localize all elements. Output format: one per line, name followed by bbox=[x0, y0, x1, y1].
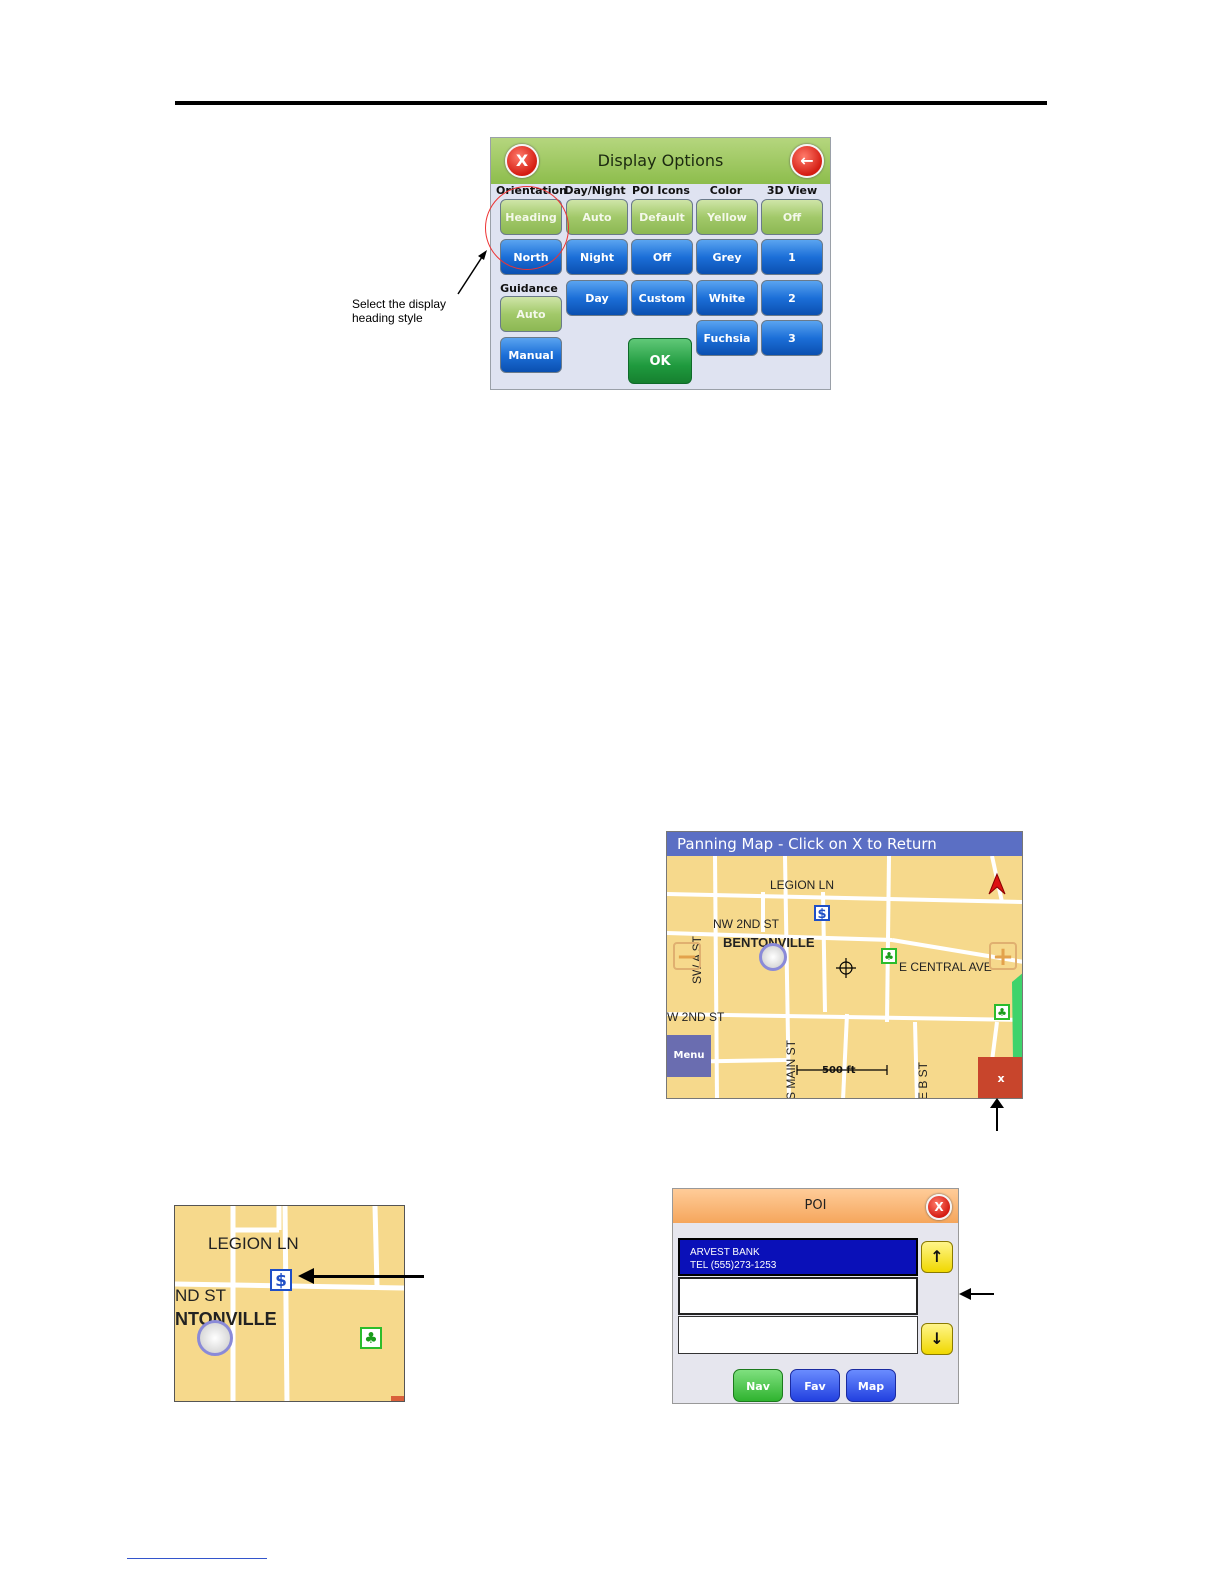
guidance-auto-button[interactable]: Auto bbox=[500, 296, 562, 332]
display-options-panel: Display Options X ← Orientation Day/Nigh… bbox=[490, 137, 831, 390]
close-icon[interactable]: X bbox=[926, 1194, 952, 1220]
nav-button[interactable]: Nav bbox=[733, 1369, 783, 1402]
poi-entry-phone: TEL (555)273-1253 bbox=[690, 1260, 777, 1271]
3d-view-off-button[interactable]: Off bbox=[761, 199, 823, 235]
street-label-e-b-st: E B ST bbox=[916, 1061, 930, 1099]
poi-icons-off-button[interactable]: Off bbox=[631, 239, 693, 275]
back-arrow-icon[interactable]: ← bbox=[790, 144, 824, 178]
day-night-night-button[interactable]: Night bbox=[566, 239, 628, 275]
3d-view-header: 3D View bbox=[766, 184, 818, 197]
scroll-down-button[interactable]: ↓ bbox=[921, 1323, 953, 1355]
color-header: Color bbox=[709, 184, 743, 197]
street-label-s-main-st: S MAIN ST bbox=[784, 1039, 798, 1099]
poi-icons-default-button[interactable]: Default bbox=[631, 199, 693, 235]
park-poi-icon[interactable]: ♣ bbox=[881, 948, 897, 964]
map-button[interactable]: Map bbox=[846, 1369, 896, 1402]
day-night-auto-button[interactable]: Auto bbox=[566, 199, 628, 235]
menu-button[interactable]: Menu bbox=[667, 1035, 711, 1077]
pointer-arrow-head bbox=[298, 1268, 314, 1284]
city-label-ntonville: NTONVILLE bbox=[175, 1309, 277, 1329]
3d-view-2-button[interactable]: 2 bbox=[761, 280, 823, 316]
display-options-title: Display Options bbox=[597, 151, 724, 170]
3d-view-3-button[interactable]: 3 bbox=[761, 320, 823, 356]
panning-map-title: Panning Map - Click on X to Return bbox=[677, 835, 937, 853]
guidance-header: Guidance bbox=[500, 282, 558, 295]
poi-entry-name: ARVEST BANK bbox=[690, 1247, 760, 1258]
annotation-arrow bbox=[457, 250, 487, 295]
city-label-bentonville: BENTONVILLE bbox=[723, 935, 815, 950]
3d-view-1-button[interactable]: 1 bbox=[761, 239, 823, 275]
day-night-day-button[interactable]: Day bbox=[566, 280, 628, 316]
street-label-central-ave: E CENTRAL AVE bbox=[899, 960, 992, 974]
annotation-text: Select the display heading style bbox=[352, 297, 447, 325]
pointer-arrow bbox=[970, 1293, 994, 1295]
street-label-legion-ln: LEGION LN bbox=[208, 1234, 299, 1253]
park-poi-icon[interactable]: ♣ bbox=[360, 1327, 382, 1349]
map-roads bbox=[667, 855, 1022, 1098]
zoom-in-button[interactable]: + bbox=[989, 942, 1017, 970]
poi-title: POI bbox=[804, 1198, 827, 1213]
pointer-arrow bbox=[312, 1275, 424, 1278]
pointer-arrow-head bbox=[990, 1098, 1004, 1108]
highlight-circle bbox=[485, 186, 569, 270]
poi-list-item[interactable] bbox=[678, 1316, 918, 1354]
color-fuchsia-button[interactable]: Fuchsia bbox=[696, 320, 758, 356]
top-rule bbox=[175, 101, 1047, 105]
poi-header bbox=[673, 1189, 958, 1223]
display-options-header bbox=[491, 138, 830, 184]
poi-list-item[interactable] bbox=[678, 1277, 918, 1315]
color-white-button[interactable]: White bbox=[696, 280, 758, 316]
guidance-manual-button[interactable]: Manual bbox=[500, 337, 562, 373]
park-poi-icon[interactable]: ♣ bbox=[994, 1004, 1010, 1020]
bank-poi-icon[interactable]: $ bbox=[814, 905, 830, 922]
day-night-header: Day/Night bbox=[564, 184, 626, 197]
footer-link-underline bbox=[127, 1558, 267, 1559]
panning-map[interactable]: Panning Map - Click on X to Return LEGIO… bbox=[666, 831, 1023, 1099]
return-close-button[interactable]: x bbox=[978, 1057, 1022, 1098]
poi-panel: POI X ARVEST BANK TEL (555)273-1253 ↑ ↓ … bbox=[672, 1188, 959, 1404]
vehicle-position-icon bbox=[759, 943, 787, 971]
street-label-nd-st: ND ST bbox=[175, 1286, 226, 1305]
vehicle-position-icon bbox=[197, 1320, 233, 1356]
street-label-legion-ln: LEGION LN bbox=[770, 878, 835, 892]
ok-button[interactable]: OK bbox=[628, 338, 692, 384]
pointer-arrow-head bbox=[959, 1288, 971, 1300]
fav-button[interactable]: Fav bbox=[790, 1369, 840, 1402]
street-label-nw-2nd-st: NW 2ND ST bbox=[713, 917, 779, 931]
zoomed-map[interactable]: LEGION LN ND ST NTONVILLE $ ♣ bbox=[174, 1205, 405, 1402]
close-icon[interactable]: X bbox=[505, 144, 539, 178]
bank-poi-icon[interactable]: $ bbox=[270, 1269, 292, 1291]
pointer-arrow bbox=[996, 1103, 998, 1131]
map-scale-label: 500 ft bbox=[822, 1065, 856, 1076]
poi-list-item[interactable]: ARVEST BANK TEL (555)273-1253 bbox=[678, 1238, 918, 1276]
poi-icons-header: POI Icons bbox=[632, 184, 690, 197]
color-yellow-button[interactable]: Yellow bbox=[696, 199, 758, 235]
poi-icons-custom-button[interactable]: Custom bbox=[631, 280, 693, 316]
zoom-out-button[interactable]: − bbox=[673, 942, 701, 970]
scroll-up-button[interactable]: ↑ bbox=[921, 1241, 953, 1273]
color-grey-button[interactable]: Grey bbox=[696, 239, 758, 275]
street-label-w-2nd-st: W 2ND ST bbox=[667, 1010, 725, 1024]
panning-map-title-bar bbox=[667, 832, 1022, 856]
